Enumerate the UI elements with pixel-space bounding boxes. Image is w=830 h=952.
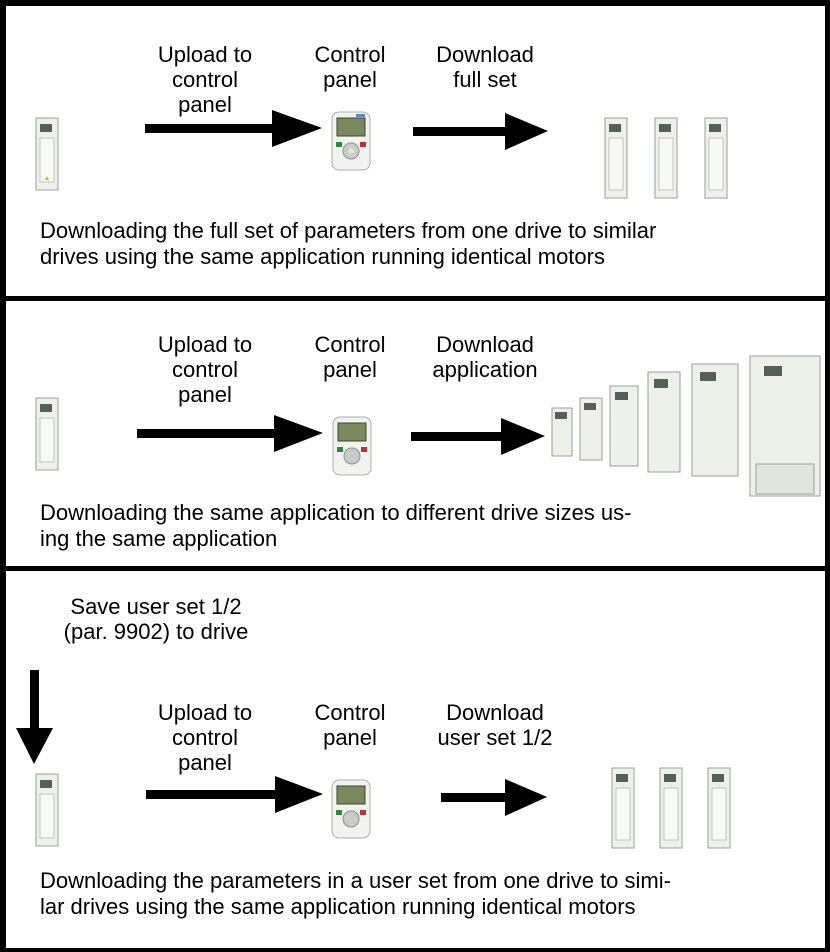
control-panel-icon [332, 416, 372, 476]
panel-label: Control panel [314, 42, 386, 92]
download-label: Download full set [436, 42, 534, 92]
panel-label: Control panel [314, 700, 386, 750]
source-drive-icon [35, 397, 59, 471]
arrow-upload [137, 415, 323, 452]
drive-size-2-icon [579, 397, 603, 461]
source-drive-icon [35, 773, 59, 847]
target-drive-icon [654, 117, 678, 199]
drive-size-5-icon [691, 363, 739, 477]
upload-label: Upload to control panel [157, 332, 253, 407]
section-caption: Downloading the full set of parameters f… [40, 218, 657, 269]
target-drive-icon [659, 767, 683, 849]
section-1-graphics [35, 110, 728, 199]
section-3-graphics [16, 670, 731, 849]
arrow-upload [146, 776, 323, 813]
drive-size-1-icon [551, 407, 573, 457]
target-drive-icon [611, 767, 635, 849]
upload-label: Upload to control panel [157, 42, 253, 117]
download-label: Download application [432, 332, 538, 382]
upload-label: Upload to control panel [157, 700, 253, 775]
panel-label: Control panel [314, 332, 386, 382]
download-label: Download user set 1/2 [437, 700, 553, 750]
section-divider [6, 566, 825, 571]
save-user-set-note: Save user set 1/2 (par. 9902) to drive [63, 594, 249, 644]
control-panel-icon [331, 779, 371, 839]
section-2-graphics [35, 355, 821, 497]
arrow-download [413, 113, 548, 150]
source-drive-icon [35, 117, 59, 191]
drive-size-3-icon [609, 385, 639, 467]
target-drive-icon [604, 117, 628, 199]
target-drive-icon [707, 767, 731, 849]
drive-size-6-icon [749, 355, 821, 497]
arrow-save-down [16, 670, 53, 764]
drive-size-4-icon [647, 371, 681, 473]
section-caption: Downloading the parameters in a user set… [40, 868, 671, 919]
section-divider [6, 296, 825, 301]
arrow-upload [145, 110, 322, 147]
section-caption: Downloading the same application to diff… [40, 500, 632, 551]
arrow-download [411, 418, 545, 455]
target-drive-icon [704, 117, 728, 199]
arrow-download [441, 779, 547, 816]
control-panel-icon [331, 111, 371, 171]
